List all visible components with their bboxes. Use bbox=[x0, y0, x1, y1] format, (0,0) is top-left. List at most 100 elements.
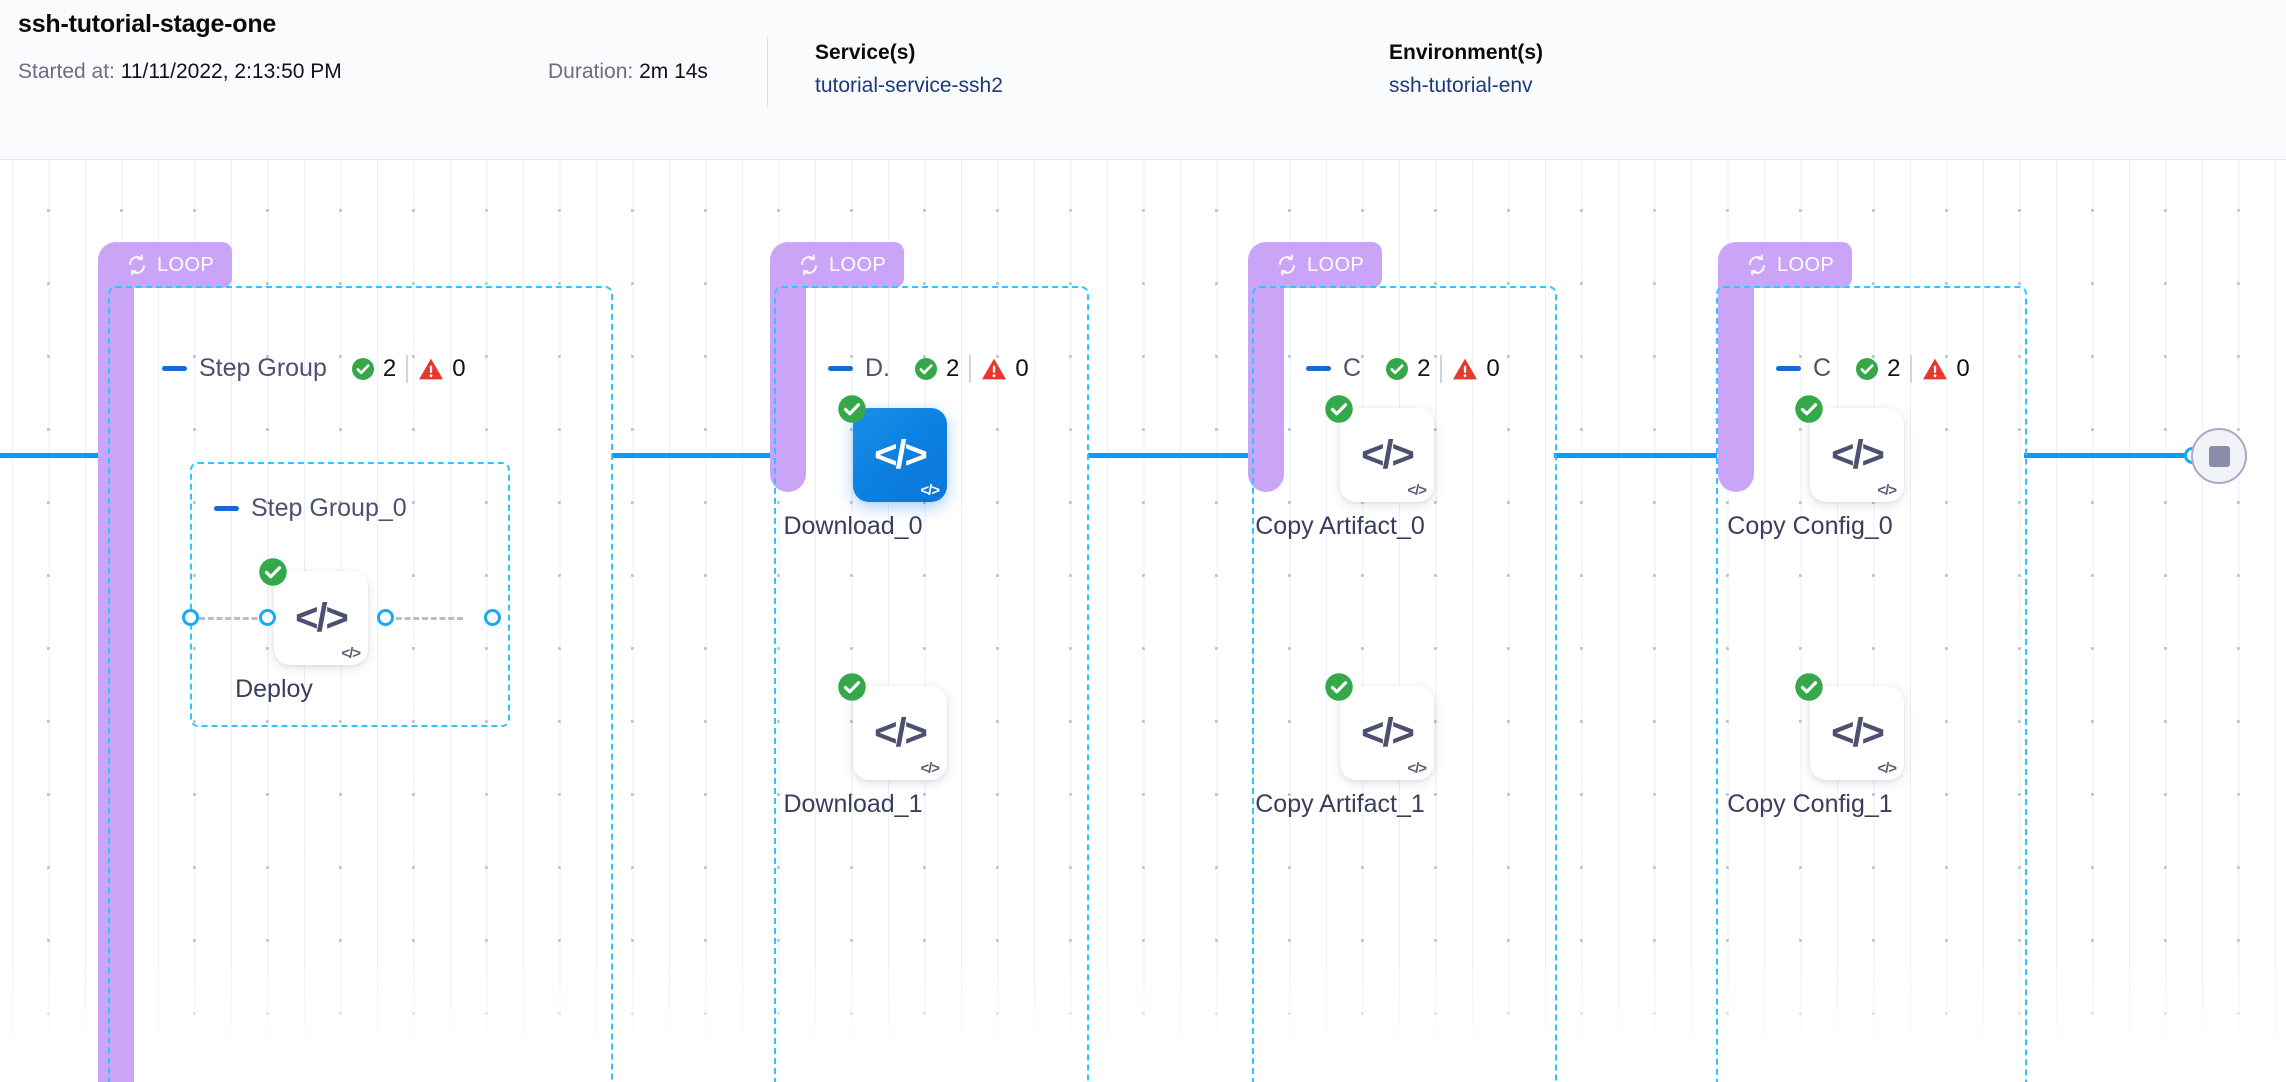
error-count: 0 bbox=[1015, 354, 1029, 382]
collapse-dash-icon[interactable] bbox=[1306, 366, 1331, 371]
loop-arrows-icon bbox=[1746, 254, 1768, 276]
loop-badge[interactable]: LOOP bbox=[784, 242, 905, 288]
flow-line-entry bbox=[0, 453, 108, 458]
error-count: 0 bbox=[452, 354, 466, 382]
node-label: Copy Config_1 bbox=[1727, 790, 1893, 818]
code-type-badge-icon: </> bbox=[1407, 482, 1427, 499]
node-label: Copy Artifact_0 bbox=[1255, 512, 1425, 540]
code-type-badge-icon: </> bbox=[1877, 482, 1897, 499]
collapse-dash-icon[interactable] bbox=[162, 366, 187, 371]
node-label: Download_1 bbox=[783, 790, 923, 818]
inner-group-name: Step Group_0 bbox=[251, 494, 407, 522]
step-node-card[interactable]: </> </> bbox=[1810, 686, 1904, 780]
flow-line-1 bbox=[612, 453, 774, 458]
loop-badge[interactable]: LOOP bbox=[112, 242, 233, 288]
connector-pin-node-right[interactable] bbox=[377, 609, 394, 626]
step-node-card[interactable]: </> </> bbox=[1810, 408, 1904, 502]
stat-separator bbox=[1910, 354, 1913, 383]
check-circle-icon bbox=[1855, 357, 1879, 381]
success-stat: 2 bbox=[1855, 355, 1900, 383]
loop-badge-label: LOOP bbox=[157, 254, 215, 276]
started-at-meta: Started at: 11/11/2022, 2:13:50 PM bbox=[18, 60, 342, 84]
duration-meta: Duration: 2m 14s bbox=[548, 60, 708, 84]
group-stats-copy-config: 2 0 bbox=[1855, 354, 1970, 383]
pipeline-end-node[interactable] bbox=[2191, 428, 2247, 484]
status-badge-success bbox=[837, 672, 867, 702]
group-box-copy-artifact[interactable] bbox=[1252, 286, 1557, 1082]
error-stat: 0 bbox=[981, 354, 1029, 383]
group-box-download[interactable] bbox=[774, 286, 1089, 1082]
group-box-step-group[interactable] bbox=[108, 286, 613, 1082]
group-stats-download: 2 0 bbox=[914, 354, 1029, 383]
node-label: Copy Artifact_1 bbox=[1255, 790, 1425, 818]
group-header-download: D. 2 0 bbox=[828, 354, 1029, 383]
pipeline-graph-canvas[interactable]: LOOP Step Group 2 0 Step Group_0 </> bbox=[0, 160, 2286, 1082]
status-badge-success bbox=[1324, 394, 1354, 424]
loop-badge[interactable]: LOOP bbox=[1262, 242, 1383, 288]
warning-triangle-icon bbox=[1922, 357, 1948, 381]
error-stat: 0 bbox=[1452, 354, 1500, 383]
inner-group-box-step-group-0[interactable] bbox=[190, 462, 510, 727]
flow-line-3 bbox=[1554, 453, 1717, 458]
loop-badge-label: LOOP bbox=[1307, 254, 1365, 276]
group-header-copy-config: C 2 0 bbox=[1776, 354, 1970, 383]
code-brackets-icon: </> bbox=[295, 596, 349, 640]
collapse-dash-icon[interactable] bbox=[1776, 366, 1801, 371]
group-header-copy-artifact: C 2 0 bbox=[1306, 354, 1500, 383]
node-label: Copy Config_0 bbox=[1727, 512, 1893, 540]
status-badge-success bbox=[1324, 672, 1354, 702]
code-brackets-icon: </> bbox=[1831, 711, 1885, 755]
step-node-card[interactable]: </> </> bbox=[1340, 686, 1434, 780]
status-badge-success bbox=[258, 557, 288, 587]
node-label: Download_0 bbox=[783, 512, 923, 540]
header-divider bbox=[767, 38, 768, 106]
started-at-value: 11/11/2022, 2:13:50 PM bbox=[120, 60, 342, 83]
success-count: 2 bbox=[1417, 354, 1431, 382]
code-type-badge-icon: </> bbox=[341, 645, 361, 662]
error-count: 0 bbox=[1486, 354, 1500, 382]
status-badge-success bbox=[1794, 672, 1824, 702]
step-node-card[interactable]: </> </> bbox=[853, 686, 947, 780]
code-brackets-icon: </> bbox=[1361, 711, 1415, 755]
loop-badge[interactable]: LOOP bbox=[1732, 242, 1853, 288]
execution-header: ssh-tutorial-stage-one Started at: 11/11… bbox=[0, 0, 2286, 160]
environment-link[interactable]: ssh-tutorial-env bbox=[1389, 74, 1533, 97]
code-brackets-icon: </> bbox=[1361, 433, 1415, 477]
stat-separator bbox=[1440, 354, 1443, 383]
code-type-badge-icon: </> bbox=[1407, 760, 1427, 777]
collapse-dash-icon[interactable] bbox=[214, 506, 239, 511]
loop-arrows-icon bbox=[1276, 254, 1298, 276]
code-type-badge-icon: </> bbox=[920, 760, 940, 777]
step-node-card[interactable]: </> </> bbox=[274, 571, 368, 665]
error-stat: 0 bbox=[1922, 355, 1970, 383]
success-count: 2 bbox=[946, 354, 960, 382]
stat-separator bbox=[406, 354, 409, 383]
loop-badge-label: LOOP bbox=[1777, 254, 1835, 276]
started-at-label: Started at: bbox=[18, 60, 115, 83]
check-circle-icon bbox=[351, 357, 375, 381]
inner-group-header-step-group-0: Step Group_0 bbox=[214, 494, 407, 523]
connector-pin-group-right[interactable] bbox=[484, 609, 501, 626]
group-name-step-group: Step Group bbox=[199, 354, 327, 382]
connector-pin-group-left[interactable] bbox=[182, 609, 199, 626]
group-box-copy-config[interactable] bbox=[1716, 286, 2027, 1082]
duration-value: 2m 14s bbox=[639, 60, 708, 83]
connector-pin-node-left[interactable] bbox=[259, 609, 276, 626]
code-brackets-icon: </> bbox=[874, 433, 928, 477]
stat-separator bbox=[969, 354, 972, 383]
collapse-dash-icon[interactable] bbox=[828, 366, 853, 371]
service-link[interactable]: tutorial-service-ssh2 bbox=[815, 74, 1003, 97]
code-type-badge-icon: </> bbox=[1877, 760, 1897, 777]
inner-dash-link-right bbox=[387, 617, 463, 620]
group-name-copy-config: C bbox=[1813, 354, 1832, 382]
step-node-card[interactable]: </> </> bbox=[1340, 408, 1434, 502]
error-stat: 0 bbox=[418, 354, 466, 383]
warning-triangle-icon bbox=[1452, 357, 1478, 381]
success-count: 2 bbox=[1887, 354, 1901, 382]
stop-square-icon bbox=[2208, 445, 2230, 467]
environments-label: Environment(s) bbox=[1389, 41, 1544, 64]
group-name-copy-artifact: C bbox=[1343, 354, 1362, 382]
step-node-card[interactable]: </> </> bbox=[853, 408, 947, 502]
code-brackets-icon: </> bbox=[1831, 433, 1885, 477]
group-stats-copy-artifact: 2 0 bbox=[1385, 354, 1500, 383]
